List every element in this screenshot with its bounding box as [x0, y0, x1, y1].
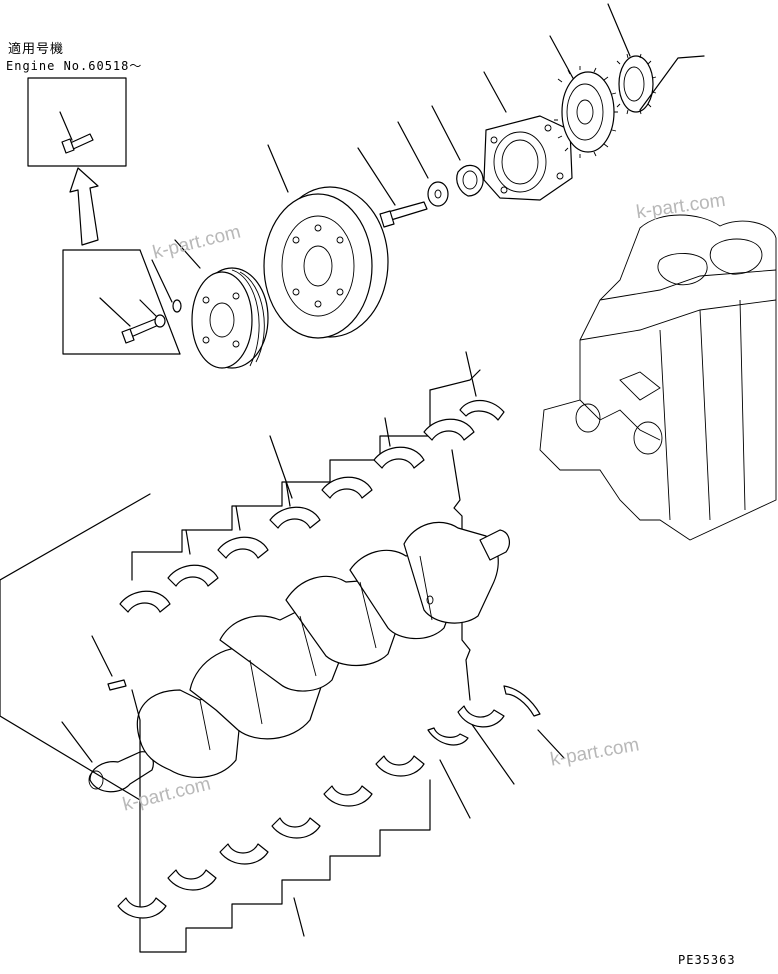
engine-block — [539, 214, 777, 541]
timing-gear — [607, 3, 705, 115]
upper-bearing-bracket — [0, 351, 481, 701]
drawing-code: PE35363 — [678, 953, 736, 967]
front-bolt-washer-seal — [357, 105, 484, 228]
engine-number-label: Engine No.60518〜 — [6, 59, 143, 73]
inset-bolt-detail — [27, 77, 127, 167]
pulley-box — [62, 239, 269, 369]
lower-bearing-bracket — [0, 579, 565, 953]
crankshaft — [61, 521, 510, 793]
dowel-pin — [91, 635, 127, 691]
applicable-model-label: 適用号機 — [8, 42, 65, 57]
arrow-up-icon — [69, 167, 99, 246]
front-housing — [483, 71, 573, 201]
lower-bearing-shells — [117, 685, 541, 919]
upper-bearing-shells — [119, 399, 505, 613]
crank-gear — [549, 35, 618, 158]
damper — [263, 144, 389, 339]
